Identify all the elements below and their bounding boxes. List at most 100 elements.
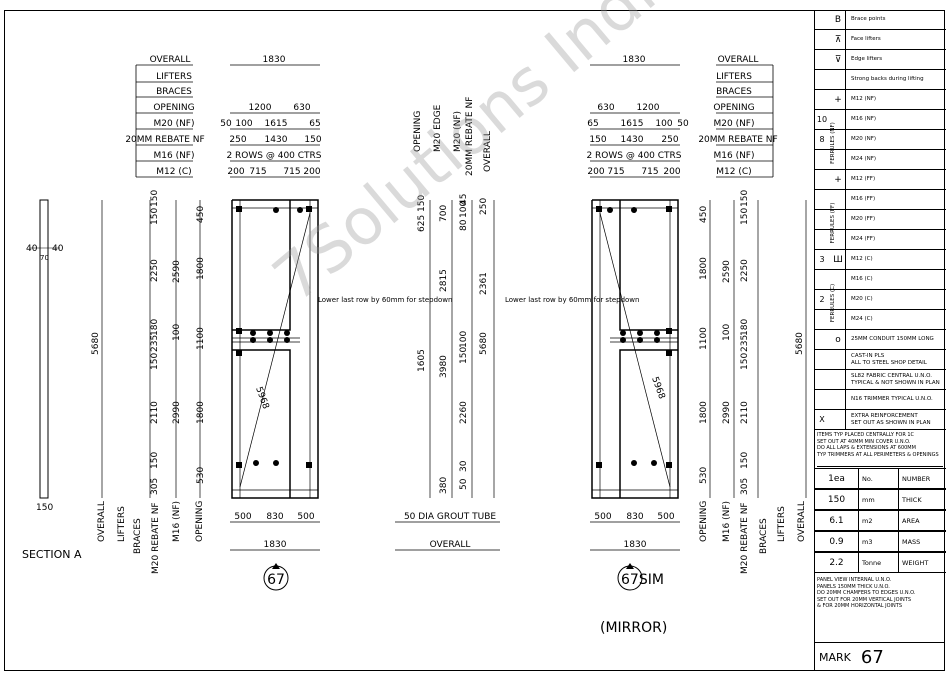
right-dim-m20-3: 100: [655, 119, 672, 129]
middle-col4-1: 250: [479, 198, 489, 215]
right-label-overall: OVERALL: [718, 55, 759, 65]
bottom-right-label-5: LIFTERS: [777, 506, 787, 542]
legend-symbol: [831, 390, 846, 409]
left-label-m20: M20 (NF): [153, 119, 194, 129]
middle-col3-1: 45: [459, 194, 469, 205]
right-vert-opening-1: 450: [699, 206, 709, 223]
middle-col2-2: 2815: [439, 269, 449, 292]
legend-symbol: [831, 190, 846, 209]
panel-notes: PANEL VIEW INTERNAL U.N.O. PANELS 150MM …: [817, 577, 916, 609]
bottom-left-dim-2: 830: [266, 512, 283, 522]
middle-col3-7: 30: [459, 460, 469, 472]
bottom-right-label-1: OPENING: [699, 501, 709, 542]
legend-row: ⊼ Face lifters: [815, 30, 946, 50]
spec-cell: 0.9: [815, 532, 859, 551]
legend-symbol: [831, 150, 846, 169]
middle-label-m20: M20 (NF): [453, 111, 463, 152]
spec-cell: No.: [859, 469, 899, 488]
legend-symbol: ⊼: [831, 30, 846, 49]
legend-row: M24 (FF): [815, 230, 946, 250]
legend-text: Face lifters: [851, 36, 881, 43]
legend-symbol: +: [831, 170, 846, 189]
left-vert-braces-9: 305: [150, 478, 160, 495]
section-dim-2: 40: [52, 244, 64, 254]
spec-cell: m3: [859, 532, 899, 551]
right-label-rebate: 20MM REBATE NF: [698, 135, 777, 145]
section-dim-1: 40: [26, 244, 38, 254]
left-vert-braces-3: 2250: [150, 259, 160, 282]
left-dim-m20-4: 65: [309, 119, 320, 129]
right-dim-rebate-2: 1430: [621, 135, 644, 145]
right-dim-m20-2: 1615: [621, 119, 644, 129]
legend-qty: X: [819, 415, 825, 424]
middle-col3-3: 80: [459, 219, 469, 231]
section-dim-3: 70: [40, 254, 49, 262]
left-label-m16: M16 (NF): [153, 151, 194, 161]
legend-row: Strong backs during lifting: [815, 70, 946, 90]
left-mark-arrow: [272, 563, 280, 569]
bottom-left-dim-3: 500: [297, 512, 314, 522]
left-vert-opening-1: 450: [196, 206, 206, 223]
left-vert-dim-lines: [101, 200, 201, 498]
left-dim-opening-1: 1200: [249, 103, 272, 113]
right-ferrules: [596, 206, 672, 468]
legend-symbol: [831, 210, 846, 229]
middle-col4-2: 2361: [479, 272, 489, 295]
right-vert-overall: 5680: [795, 332, 805, 355]
left-vert-braces-1: 150: [150, 208, 160, 225]
spec-cell: 2.2: [815, 553, 859, 572]
middle-overall-bottom: OVERALL: [430, 540, 471, 550]
left-vert-overall: 5680: [91, 332, 101, 355]
left-label-braces: BRACES: [156, 87, 192, 97]
left-panel-details: [232, 200, 318, 498]
middle-col2-4: 380: [439, 477, 449, 494]
right-mark-arrow: [626, 563, 634, 569]
middle-col3-8: 50: [459, 478, 469, 490]
right-dim-opening-1: 630: [597, 103, 614, 113]
legend-text: M12 (C): [851, 256, 873, 263]
middle-col1-3: 1605: [417, 349, 427, 372]
bottom-left-label-2: LIFTERS: [117, 506, 127, 542]
legend-symbol: [831, 350, 846, 369]
legend-row: ⊽Edge lifters: [815, 50, 946, 70]
spec-cell: m2: [859, 511, 899, 530]
left-label-overall: OVERALL: [150, 55, 191, 65]
legend-symbol: [831, 70, 846, 89]
middle-col2-3: 3980: [439, 355, 449, 378]
left-dim-rebate-1: 250: [229, 135, 246, 145]
left-vert-braces-6: 150: [150, 353, 160, 370]
left-label-rebate: 20MM REBATE NF: [125, 135, 204, 145]
legend-text: Strong backs during lifting: [851, 76, 924, 83]
spec-cell: NUMBER: [902, 474, 931, 483]
right-vert-braces-7: 2110: [740, 401, 750, 424]
left-mark-label: 67: [267, 572, 285, 588]
left-stepdown-note: Lower last row by 60mm for stepdown: [318, 296, 452, 304]
middle-col2-1: 700: [439, 205, 449, 222]
legend-symbol: [831, 130, 846, 149]
middle-grout-tube: 50 DIA GROUT TUBE: [404, 512, 496, 522]
right-vert-braces-6: 150: [740, 353, 750, 370]
left-dim-rebate-3: 150: [304, 135, 321, 145]
legend-text: M12 (NF): [851, 96, 877, 103]
legend-text: SL82 FABRIC CENTRAL U.N.O. TYPICAL & NOT…: [851, 373, 940, 386]
left-dim-m20-3: 1615: [265, 119, 288, 129]
legend-symbol: [831, 370, 846, 389]
bottom-right-dim-3: 500: [657, 512, 674, 522]
left-vert-braces-2: 150: [150, 190, 160, 207]
legend-notes: ITEMS TYP PLACED CENTRALLY FOR 1C SET OU…: [817, 432, 943, 467]
right-dim-overall: 1830: [623, 55, 646, 65]
bottom-dim-lines: [230, 521, 680, 551]
bottom-left-label-1: OVERALL: [97, 501, 107, 542]
left-dim-m12-3: 715: [283, 167, 300, 177]
right-vert-braces-5: 235: [740, 335, 750, 352]
bottom-left-dim-1: 500: [234, 512, 251, 522]
legend-text: M20 (C): [851, 296, 873, 303]
legend-text: M20 (NF): [851, 136, 877, 143]
